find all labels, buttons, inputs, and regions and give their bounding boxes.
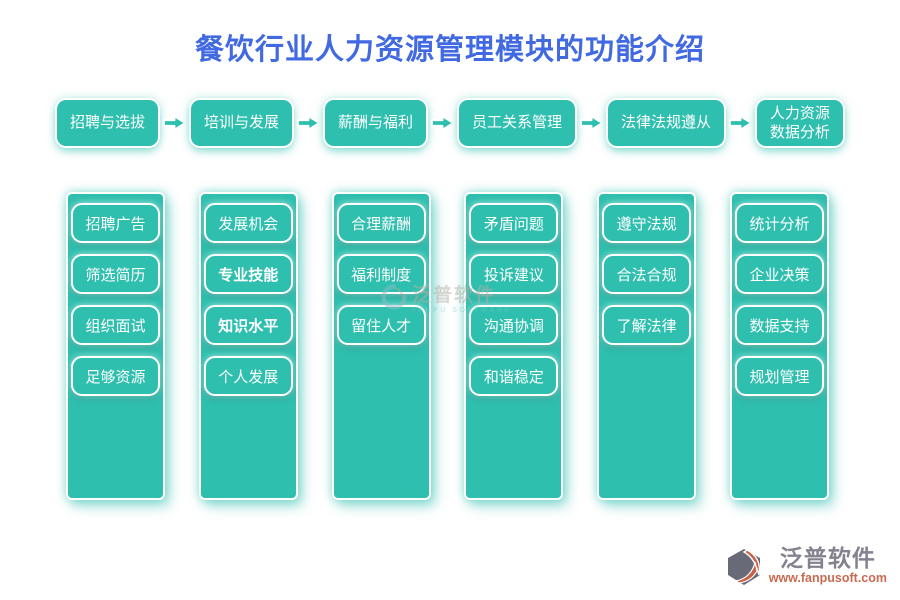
brand-name: 泛普软件: [779, 546, 876, 571]
module-header-6: 人力资源 数据分析: [756, 100, 843, 146]
module-column-3: 合理薪酬福利制度留住人才: [331, 192, 431, 500]
module-header-2: 培训与发展: [190, 100, 292, 146]
feature-item: 个人发展: [203, 356, 293, 396]
feature-item: 足够资源: [71, 356, 160, 396]
feature-item: 专业技能: [203, 254, 293, 294]
feature-item: 合理薪酬: [336, 203, 426, 243]
fanpu-logo-icon: [724, 547, 764, 592]
feature-item: 筛选简历: [71, 254, 160, 294]
feature-item: 统计分析: [734, 203, 824, 243]
flow-arrow-icon: [579, 113, 604, 133]
feature-item: 和谐稳定: [469, 356, 559, 396]
feature-item: 招聘广告: [71, 203, 160, 243]
feature-item: 遵守法规: [602, 203, 692, 243]
module-column-5: 遵守法规合法合规了解法律: [597, 192, 697, 500]
brand-url: www.fanpusoft.com: [768, 571, 887, 586]
module-column-2: 发展机会专业技能知识水平个人发展: [198, 192, 298, 500]
feature-item: 知识水平: [203, 305, 293, 345]
flow-arrow-icon: [430, 113, 455, 133]
feature-item: 了解法律: [602, 305, 692, 345]
flow-arrow-icon: [162, 113, 187, 133]
page-title: 餐饮行业人力资源管理模块的功能介绍: [194, 34, 705, 66]
flow-arrow-icon: [728, 113, 753, 133]
module-header-3: 薪酬与福利: [324, 100, 426, 146]
feature-item: 投诉建议: [469, 254, 559, 294]
feature-item: 发展机会: [203, 203, 293, 243]
brand-logo: 泛普软件 www.fanpusoft.com: [724, 546, 887, 592]
feature-item: 企业决策: [734, 254, 824, 294]
module-header-4: 员工关系管理: [458, 100, 575, 146]
module-header-row: 招聘与选拔培训与发展薪酬与福利员工关系管理法律法规遵从人力资源 数据分析: [57, 100, 843, 146]
module-column-4: 矛盾问题投诉建议沟通协调和谐稳定: [464, 192, 564, 500]
module-columns-row: 招聘广告筛选简历组织面试足够资源发展机会专业技能知识水平个人发展合理薪酬福利制度…: [66, 192, 829, 500]
module-column-6: 统计分析企业决策数据支持规划管理: [729, 192, 829, 500]
feature-item: 留住人才: [336, 305, 426, 345]
feature-item: 组织面试: [71, 305, 160, 345]
module-header-5: 法律法规遵从: [607, 100, 724, 146]
module-column-1: 招聘广告筛选简历组织面试足够资源: [66, 192, 165, 500]
feature-item: 合法合规: [602, 254, 692, 294]
feature-item: 福利制度: [336, 254, 426, 294]
feature-item: 数据支持: [734, 305, 824, 345]
feature-item: 矛盾问题: [469, 203, 559, 243]
feature-item: 规划管理: [734, 356, 824, 396]
flow-arrow-icon: [296, 113, 321, 133]
module-header-1: 招聘与选拔: [57, 100, 159, 146]
feature-item: 沟通协调: [469, 305, 559, 345]
